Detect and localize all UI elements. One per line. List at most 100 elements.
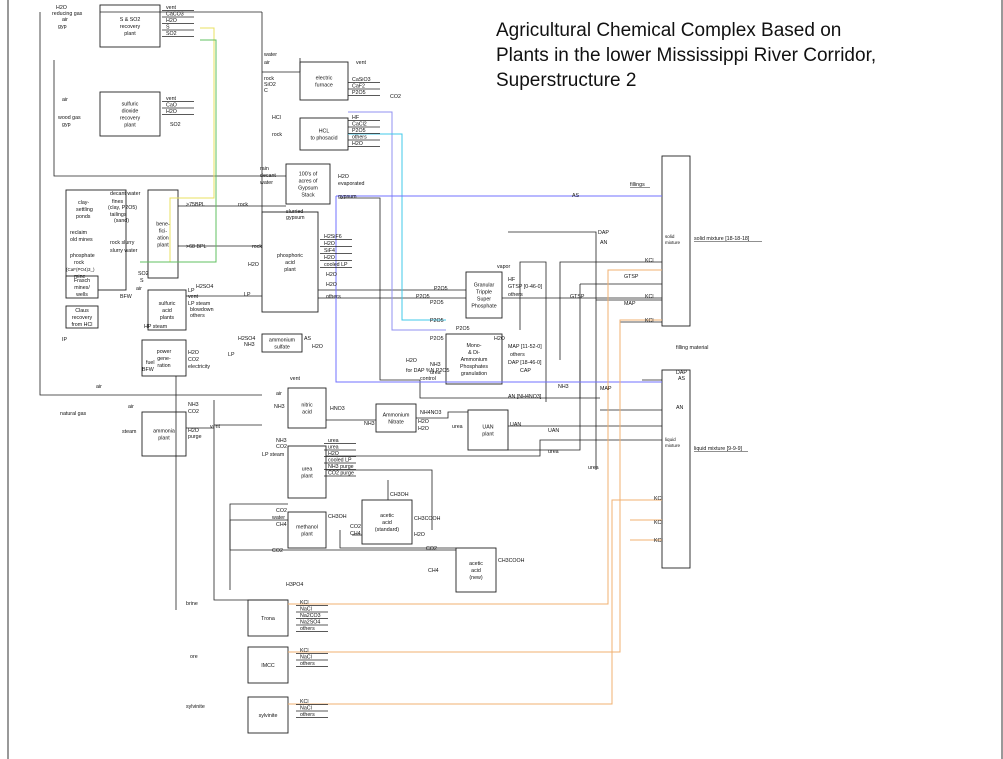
urea-out <box>326 439 662 457</box>
kcl-orange-2 <box>288 319 662 653</box>
stream-label: air <box>276 391 282 397</box>
stream-label: gypsum <box>338 194 357 200</box>
stream-label: water <box>260 180 273 186</box>
stream-label: H2O <box>188 350 199 356</box>
stream-label: gyp <box>58 24 67 30</box>
stream-label: urea <box>548 449 559 455</box>
stream-label: H2SO4 <box>238 336 255 342</box>
stream-label: GTSP <box>570 294 585 300</box>
stream-label: reducing gas <box>52 11 83 17</box>
stream-label: CAP <box>520 368 531 374</box>
plant-phosphoric-acid-label: plant <box>284 267 296 273</box>
plant-ammonia-label: ammonia <box>153 429 175 435</box>
stream-label: H2O <box>414 532 425 538</box>
plant-electric-furnace-label: furnace <box>315 83 333 89</box>
solid-label: mixture <box>665 240 681 245</box>
stream-label: H2O <box>56 5 67 11</box>
stream-label: others <box>510 352 525 358</box>
stream-label: urea <box>430 370 441 376</box>
plant-power-generation-label: gene- <box>157 356 171 362</box>
stream-label: NH3 <box>274 404 285 410</box>
title-line-2: Plants in the lower Mississippi River Co… <box>496 45 877 66</box>
stream-label: >68 BPL <box>186 244 207 250</box>
stream-label: LP steam <box>262 452 285 458</box>
stream-label: for DAP %N P2O5 <box>406 368 450 374</box>
hcl-outputs: CaCl2 <box>352 122 367 128</box>
hcl-outputs: H2O <box>352 141 363 147</box>
plant-sulfur-dioxide-recovery-label: plant <box>124 123 136 129</box>
plant-mono-di-ammonium-phosphates-label: & Di- <box>468 350 480 356</box>
stream-label: blowdown <box>190 307 214 313</box>
stream-label: HP steam <box>144 324 168 330</box>
sulfur-green-stream <box>140 39 217 263</box>
reclaim-label: old mines <box>70 237 93 243</box>
imcc-outputs: KCl <box>300 648 309 654</box>
plant-sulfur-dioxide-recovery-label: sulfuric <box>122 102 139 108</box>
stream-label: rock <box>264 76 274 82</box>
stream-label: CH3COOH <box>414 516 441 522</box>
plant-gypsum-stack-label: Gypsum <box>298 186 318 192</box>
liquid-output: liquid mixture [9-9-9] <box>694 446 743 452</box>
stream-label: air <box>264 60 270 66</box>
stream-label: filling material <box>676 345 708 351</box>
stream-label: fillings <box>630 182 645 188</box>
s-so2-outputs: SO2 <box>166 31 177 37</box>
methanol-ch4 <box>339 530 456 549</box>
stream-label: gypsum <box>286 215 305 221</box>
sylvinite-outputs: KCl <box>300 699 309 705</box>
stream-label: LP steam <box>188 301 211 307</box>
plant-mono-di-ammonium-phosphates-label: Mono- <box>466 343 481 349</box>
stream-label: urea <box>452 424 463 430</box>
plant-beneficiation-label: ation <box>157 236 169 242</box>
sylvinite-outputs: NaCl <box>300 706 312 712</box>
stream-label: MAP <box>600 386 612 392</box>
title-line-3: Superstructure 2 <box>496 70 637 91</box>
stream-label: vent <box>290 376 301 382</box>
stream-label: AN <box>600 240 608 246</box>
phosacid-outputs: H2SiF6 <box>324 234 342 240</box>
stream-label: S <box>140 278 144 284</box>
ammonia-out <box>186 427 288 601</box>
plant-phosphoric-acid-label: phosphoric <box>277 253 303 259</box>
plant-electric-furnace-label: electric <box>316 76 333 82</box>
stream-label: slurried <box>286 209 303 215</box>
stream-label: brine <box>186 601 198 607</box>
stream-label: decant water <box>110 191 141 197</box>
stream-label: KCl <box>654 520 663 526</box>
clay-label: settling <box>76 207 93 213</box>
plant-claus-recovery-label: Claus <box>75 308 89 314</box>
stream-label: (sand) <box>114 218 129 224</box>
plant-clay-settling-group <box>65 189 127 291</box>
urea-outputs: CO2 purge <box>328 471 354 477</box>
stream-label: air <box>96 384 102 390</box>
plant-electric-furnace <box>299 61 349 101</box>
stream-label: rock <box>238 202 248 208</box>
stream-label: KCl <box>654 496 663 502</box>
phosrock-label: mine <box>74 274 86 280</box>
plant-power-generation-label: power <box>157 349 172 355</box>
stream-label: evaporated <box>338 181 365 187</box>
stream-label: CH4 <box>350 531 361 537</box>
plant-phosphoric-acid <box>261 211 319 313</box>
plant-imcc <box>247 646 289 684</box>
stream-label: decant <box>260 173 276 179</box>
plant-methanol-label: methanol <box>296 525 318 531</box>
plant-claus-recovery <box>65 305 99 329</box>
stream-label: CO2 <box>426 546 437 552</box>
an-liquid <box>600 379 662 411</box>
stream-label: electricity <box>188 364 210 370</box>
hf-cyan-stream <box>348 133 446 321</box>
urea-outputs: cooled LP <box>328 458 352 464</box>
plant-acetic-acid-standard-label: (standard) <box>375 527 399 533</box>
map-bus <box>559 261 662 360</box>
stream-label: GTSP [0-46-0] <box>508 284 543 290</box>
plant-hcl-phosacid <box>299 117 349 151</box>
plant-ammonia <box>141 411 187 457</box>
plant-sulfuric-acid-label: plants <box>160 315 174 321</box>
stream-label: water <box>272 515 285 521</box>
stream-label: rock slurry <box>110 240 135 246</box>
plant-uan-label: UAN <box>482 425 493 431</box>
nh3-bus <box>419 380 600 399</box>
plant-power-generation <box>141 339 187 377</box>
